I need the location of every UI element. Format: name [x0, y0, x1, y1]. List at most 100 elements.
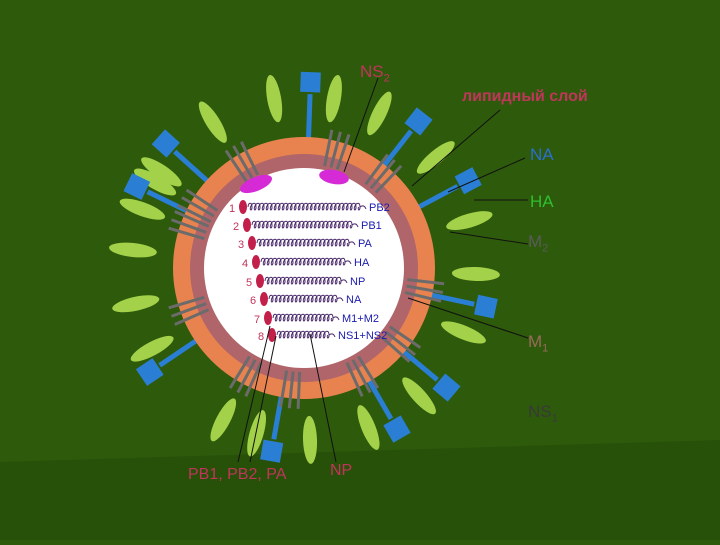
segment-gene-label: PB1: [361, 220, 382, 232]
ns1-label-sub: 1: [551, 412, 558, 425]
ha-spike: [325, 74, 342, 123]
m1-label-text: M: [528, 332, 543, 351]
rna-coil: [251, 220, 353, 229]
surface-spikes: [109, 71, 500, 464]
virion-interior: [204, 168, 404, 368]
rna-coil: [256, 238, 350, 247]
pointer-line: [447, 157, 526, 193]
m2-channel-bar: [385, 330, 417, 356]
ns1-label-text: NS: [528, 402, 552, 421]
ns2-label-sub: 2: [383, 72, 390, 85]
pointer-line: [407, 297, 529, 339]
background-shade: [0, 440, 720, 540]
segment-number: 6: [250, 295, 256, 307]
ha-spike: [109, 242, 157, 258]
m2-label: M2: [528, 232, 548, 254]
polymerase-dot: [256, 274, 264, 288]
ha-spike: [210, 398, 237, 442]
m2-channel-bar: [239, 141, 260, 176]
na-stalk: [305, 94, 313, 141]
segment-gene-label: PB2: [369, 202, 390, 214]
ha-spike: [266, 74, 283, 123]
segment-gene-label: NP: [350, 276, 365, 288]
segment-gene-label: HA: [354, 257, 370, 269]
m2-channel-bar: [170, 302, 207, 318]
m2-channel-bar: [407, 278, 445, 286]
rna-coil: [264, 276, 342, 285]
m2-channel-bar: [279, 370, 289, 408]
polymerase-label: PB1, PB2, PA: [188, 466, 287, 483]
na-stalk: [380, 129, 414, 169]
na-head: [454, 167, 482, 195]
segment-number: 1: [229, 203, 235, 215]
na-head: [300, 71, 321, 93]
rna-tail: [328, 333, 336, 338]
ha-spike: [119, 198, 166, 220]
m2-label-sub: 2: [542, 242, 549, 255]
ha-spike: [302, 415, 318, 464]
m2-channel-bar: [364, 153, 389, 186]
ha-spike: [367, 91, 392, 136]
ha-spike: [130, 335, 174, 362]
m2-channel-bar: [168, 295, 205, 310]
m1-label: M1: [528, 332, 548, 354]
rna-coil: [260, 257, 346, 266]
m2-channel-bar: [177, 203, 212, 224]
rna-tail: [359, 205, 367, 210]
segment-gene-label: M1+M2: [342, 313, 379, 325]
rna-tail: [351, 223, 359, 228]
m2-channel-bar: [168, 226, 205, 241]
m2-channel-bar: [224, 149, 248, 183]
pointer-line: [249, 335, 277, 463]
segment-gene-label: NS1+NS2: [338, 330, 387, 342]
ha-spike: [446, 211, 493, 231]
ha-spike: [416, 141, 455, 174]
polymerase-dot: [264, 311, 272, 325]
na-head: [432, 373, 461, 402]
ha-spike: [357, 405, 380, 450]
na-head: [474, 294, 498, 319]
segment-gene-label: NA: [346, 294, 362, 306]
polymerase-dot: [239, 200, 247, 214]
rna-coil: [276, 330, 330, 339]
segment-number: 2: [233, 221, 239, 233]
ns2-label: NS2: [360, 62, 390, 84]
na-head: [151, 129, 180, 158]
m2-channels: [168, 129, 445, 409]
m2-channel-bar: [351, 359, 372, 394]
m2-channel-bar: [374, 164, 403, 194]
pointer-line: [309, 333, 337, 463]
m2-channel-bar: [357, 355, 380, 389]
ha-spike: [112, 295, 160, 313]
pointer-lines: [237, 77, 529, 463]
rna-coil: [272, 313, 334, 322]
ns1-label: NS1: [528, 402, 558, 424]
pointer-line: [411, 109, 501, 187]
polymerase-dot: [252, 255, 260, 269]
rna-tail: [336, 297, 344, 302]
segment-number: 5: [246, 277, 252, 289]
m2-channel-bar: [181, 196, 215, 218]
m2-channel-bar: [406, 284, 444, 294]
na-stalk: [158, 337, 200, 368]
rna-tail: [332, 316, 340, 321]
lipid-layer-label: липидный слой: [462, 88, 588, 105]
polymerase-dot: [248, 236, 256, 250]
m2-channel-bar: [335, 133, 351, 170]
rna-tail: [344, 260, 352, 265]
m2-channel-bar: [329, 131, 342, 168]
ha-spike: [247, 410, 267, 457]
ha-spike: [451, 266, 500, 282]
na-stalk: [365, 377, 394, 420]
pointer-line: [449, 231, 529, 245]
segment-number: 8: [258, 331, 264, 343]
m1-label-sub: 1: [542, 342, 549, 355]
na-head: [123, 173, 151, 200]
na-stalk: [400, 348, 439, 382]
m2-channel-bar: [185, 188, 219, 212]
m2-channel-bar: [369, 159, 396, 190]
na-stalk: [173, 149, 211, 185]
m2-label-text: M: [528, 232, 543, 251]
m2-channel-bar: [287, 371, 295, 409]
